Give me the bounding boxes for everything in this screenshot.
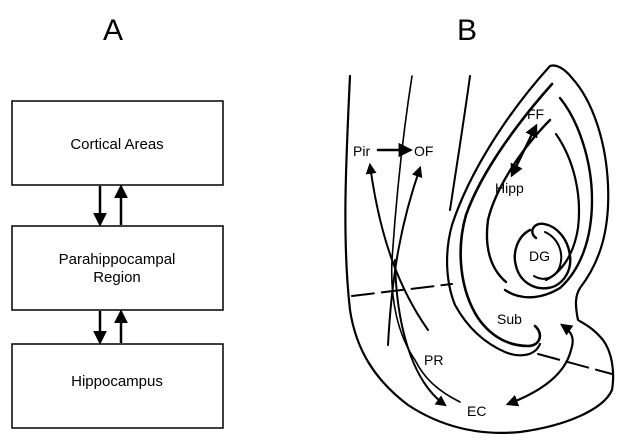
label-sub: Sub bbox=[497, 311, 522, 327]
label-ec: EC bbox=[467, 403, 486, 419]
hippocampal-layer-inner2 bbox=[546, 134, 579, 280]
parahippocampal-label-line2: Region bbox=[93, 269, 141, 286]
label-pr: PR bbox=[424, 352, 443, 368]
hippocampal-layer-outer bbox=[461, 84, 552, 346]
panel-b: B Pir OF FF Hipp DG Sub PR EC bbox=[345, 14, 613, 433]
arrow-to-ec bbox=[395, 260, 445, 405]
panel-a: A Cortical Areas Parahippocampal Region … bbox=[12, 14, 223, 428]
label-of: OF bbox=[414, 143, 433, 159]
hippocampus-label: Hippocampus bbox=[71, 373, 163, 390]
panel-b-letter: B bbox=[457, 14, 477, 47]
label-hipp: Hipp bbox=[495, 180, 524, 196]
arrow-hipp-to-ff bbox=[512, 126, 536, 175]
label-pir: Pir bbox=[353, 143, 370, 159]
hippocampus-box: Hippocampus bbox=[12, 344, 223, 428]
dashed-boundary-lower bbox=[538, 354, 612, 374]
cortical-areas-box: Cortical Areas bbox=[12, 101, 223, 185]
parahippocampal-label-line1: Parahippocampal bbox=[59, 251, 176, 268]
panel-a-letter: A bbox=[103, 14, 123, 47]
cortical-areas-label: Cortical Areas bbox=[70, 136, 163, 153]
label-ff: FF bbox=[527, 106, 544, 122]
parahippocampal-region-box: Parahippocampal Region bbox=[12, 226, 223, 310]
label-dg: DG bbox=[529, 248, 550, 264]
